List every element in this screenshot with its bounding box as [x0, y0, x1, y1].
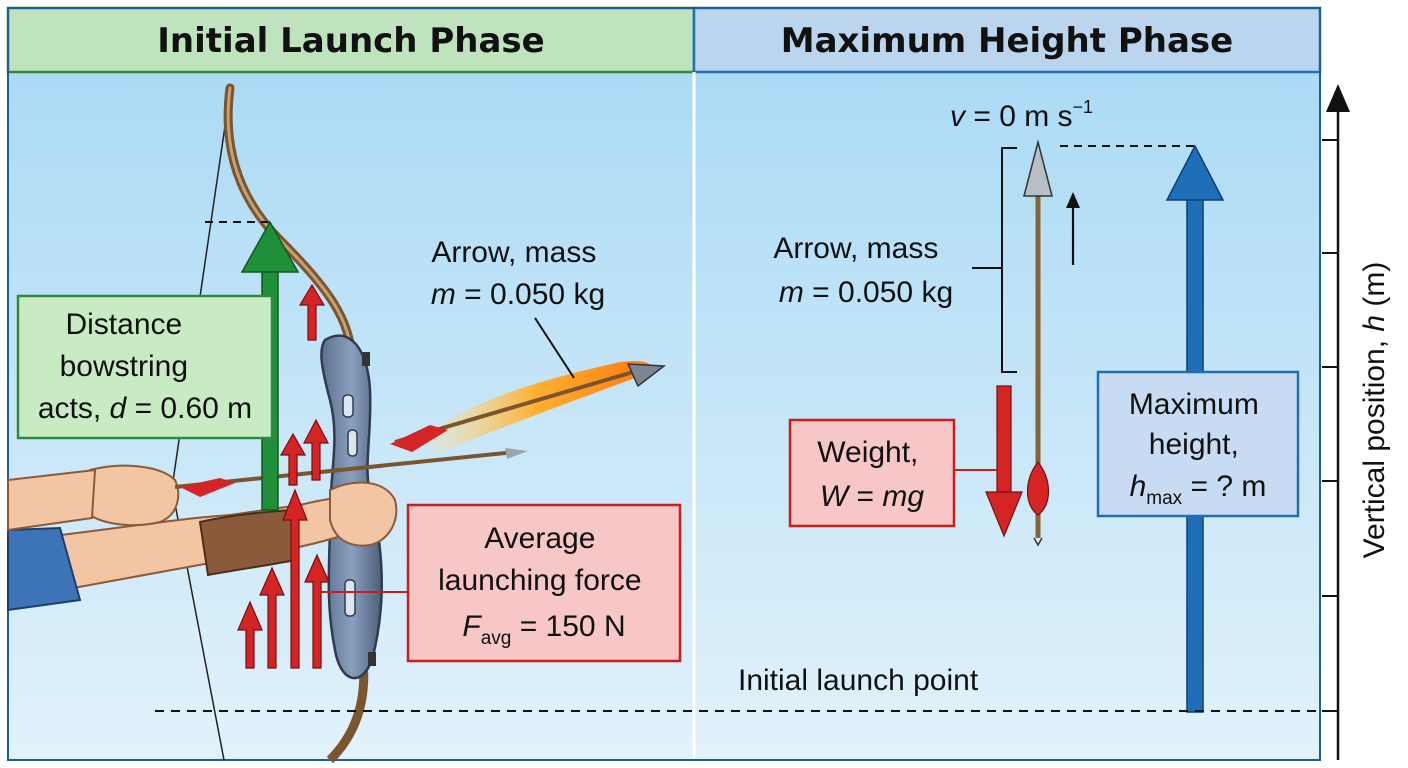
force-suffix: = 150 N: [511, 610, 625, 643]
left-mass-suffix: = 0.050 kg: [456, 278, 605, 311]
force-box: [406, 503, 682, 663]
force-line2: launching force: [438, 564, 641, 597]
force-arrow-1: [298, 283, 326, 341]
riser-cutout-3: [344, 579, 356, 617]
nocked-arrow-fletch: [180, 478, 235, 497]
vertical-axis-label: Vertical position, h (m): [1358, 262, 1391, 559]
distance-line3: acts, d = 0.60 m: [38, 392, 252, 425]
right-mass-suffix: = 0.050 kg: [804, 276, 953, 309]
mass-bracket: [1001, 147, 1017, 373]
axis-area-bg: [1322, 0, 1408, 768]
axis-ticks: [1322, 139, 1338, 712]
max-line1: Maximum: [1129, 388, 1259, 421]
left-panel-title: Initial Launch Phase: [157, 21, 544, 61]
weight-line2: W = mg: [820, 480, 925, 513]
weight-text: Weight, W = mg: [817, 436, 927, 513]
max-var: h: [1130, 470, 1147, 503]
force-arrow-4: [237, 600, 263, 669]
velocity-var: v: [950, 100, 967, 133]
distance-prefix: acts,: [38, 392, 110, 425]
frame: [7, 7, 1321, 761]
axis-label-prefix: Vertical position,: [1358, 332, 1391, 559]
riser-cutout-1: [342, 394, 354, 418]
max-line3: hmax = ? m: [1130, 470, 1267, 509]
vertical-axis-arrow: [1326, 84, 1350, 112]
vertical-arrow-fletch: [1027, 461, 1049, 516]
max-suffix: = ? m: [1182, 470, 1266, 503]
force-arrow-3: [303, 418, 329, 481]
weight-box: [788, 418, 956, 528]
axis-label-suffix: (m): [1358, 262, 1391, 315]
distance-line2: bowstring: [60, 350, 188, 383]
velocity-sup: −1: [1073, 97, 1094, 117]
right-arrow-mass-label: Arrow, mass m = 0.050 kg: [773, 232, 953, 309]
weight-line1: Weight,: [817, 436, 918, 469]
force-line3: Favg = 150 N: [462, 610, 625, 649]
max-height-box: [1096, 370, 1300, 518]
left-mass-var: m: [431, 278, 456, 311]
weight-eq: =: [848, 480, 882, 513]
velocity-mid: = 0 m s: [965, 100, 1073, 133]
bow-stabilizer-bottom: [368, 652, 376, 666]
left-arrow-mass-label: Arrow, mass m = 0.050 kg: [431, 236, 605, 311]
distance-suffix: = 0.60 m: [126, 392, 252, 425]
distance-var: d: [110, 392, 128, 425]
nocked-arrow-shaft: [174, 450, 516, 489]
draw-hand: [89, 464, 180, 527]
right-mass-line2: m = 0.050 kg: [779, 276, 953, 309]
small-motion-arrow-head: [1066, 192, 1080, 208]
distance-text: Distance bowstring acts, d = 0.60 m: [38, 308, 252, 425]
bow-hand: [329, 481, 398, 547]
weight-arrow-shaft: [996, 385, 1012, 497]
left-mass-line1: Arrow, mass: [431, 236, 596, 269]
vertical-arrow-tip: [1023, 139, 1053, 197]
max-sub: max: [1146, 488, 1182, 509]
vertical-arrow-nock: [1033, 537, 1043, 547]
max-line2: height,: [1149, 428, 1239, 461]
force-arrow-6: [282, 488, 308, 669]
right-panel-title: Maximum Height Phase: [781, 21, 1233, 61]
velocity-label: v = 0 m s−1: [950, 97, 1093, 133]
archer-sleeve: [7, 526, 82, 612]
nocked-arrow-tip: [505, 448, 528, 459]
left-mass-leader: [534, 317, 575, 379]
force-sub: avg: [481, 628, 512, 649]
force-arrows: [237, 283, 330, 669]
weight-arrow-head: [985, 491, 1023, 538]
force-text: Average launching force Favg = 150 N: [438, 522, 650, 649]
force-var: F: [462, 610, 482, 643]
weight-var: W: [820, 480, 851, 513]
left-header: [6, 6, 696, 74]
left-mass-line2: m = 0.050 kg: [431, 278, 605, 311]
riser-cutout-2: [347, 429, 358, 457]
flying-arrow-fletch: [390, 425, 448, 452]
right-mass-line1: Arrow, mass: [773, 232, 938, 265]
force-arrow-7: [304, 553, 330, 669]
right-mass-var: m: [779, 276, 804, 309]
distance-arrow-head: [240, 220, 300, 273]
force-line1: Average: [484, 522, 595, 555]
distance-box: [16, 294, 274, 440]
max-height-text: Maximum height, hmax = ? m: [1129, 388, 1267, 509]
force-arrow-2: [279, 432, 307, 486]
axis-label-var: h: [1358, 315, 1391, 332]
flying-arrow-tip: [626, 363, 667, 388]
bow-stabilizer-top: [362, 352, 370, 366]
distance-line1: Distance: [65, 308, 182, 341]
weight-expr: mg: [882, 480, 924, 513]
max-height-arrow-head: [1165, 144, 1225, 201]
launch-point-label: Initial launch point: [738, 664, 979, 697]
draw-forearm: [7, 468, 97, 532]
force-arrow-5: [259, 566, 285, 669]
